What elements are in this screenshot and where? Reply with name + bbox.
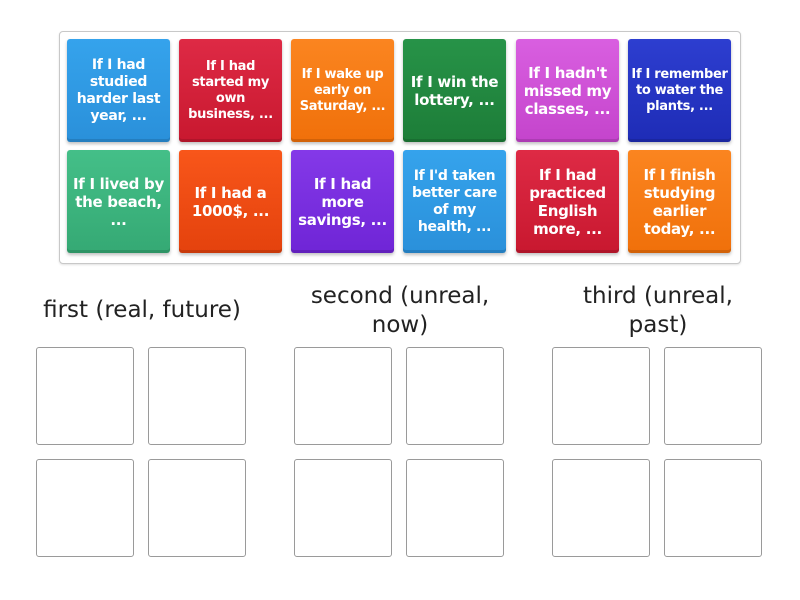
tile-3-text: If I wake up early on Saturday, ... xyxy=(299,66,386,114)
tile-9-text: If I had more savings, ... xyxy=(298,174,387,229)
tile-11-text: If I had practiced English more, ... xyxy=(529,165,606,238)
tile-9[interactable]: If I had more savings, ... xyxy=(291,150,394,253)
drop-zone-first-1[interactable] xyxy=(36,347,134,445)
drop-zone-third-1[interactable] xyxy=(552,347,650,445)
tile-4[interactable]: If I win the lottery, ... xyxy=(403,39,506,142)
tile-5-text: If I hadn't missed my classes, ... xyxy=(523,63,612,118)
drop-zone-third-3[interactable] xyxy=(552,459,650,557)
tile-2-text: If I had started my own business, ... xyxy=(188,58,273,122)
tile-6[interactable]: If I remember to water the plants, ... xyxy=(628,39,731,142)
tile-4-text: If I win the lottery, ... xyxy=(410,72,499,109)
drop-zone-first-3[interactable] xyxy=(36,459,134,557)
tile-12-text: If I finish studying earlier today, ... xyxy=(643,165,716,238)
drop-zone-second-1[interactable] xyxy=(294,347,392,445)
drop-zone-third-4[interactable] xyxy=(664,459,762,557)
drop-zone-third-2[interactable] xyxy=(664,347,762,445)
tile-2[interactable]: If I had started my own business, ... xyxy=(179,39,282,142)
drop-zone-second-2[interactable] xyxy=(406,347,504,445)
group-title-second: second (unreal, now) xyxy=(310,283,490,338)
drop-zone-second-4[interactable] xyxy=(406,459,504,557)
drop-zone-second-3[interactable] xyxy=(294,459,392,557)
tile-7[interactable]: If I lived by the beach, ... xyxy=(67,150,170,253)
tile-11[interactable]: If I had practiced English more, ... xyxy=(516,150,619,253)
drop-zone-first-2[interactable] xyxy=(148,347,246,445)
tile-1-text: If I had studied harder last year, ... xyxy=(76,56,161,124)
group-title-first: first (real, future) xyxy=(43,297,241,323)
tile-1[interactable]: If I had studied harder last year, ... xyxy=(67,39,170,142)
tile-10[interactable]: If I'd taken better care of my health, .… xyxy=(403,150,506,253)
tile-3[interactable]: If I wake up early on Saturday, ... xyxy=(291,39,394,142)
tile-8[interactable]: If I had a 1000$, ... xyxy=(179,150,282,253)
tile-8-text: If I had a 1000$, ... xyxy=(191,183,270,220)
tile-7-text: If I lived by the beach, ... xyxy=(73,174,164,229)
tile-6-text: If I remember to water the plants, ... xyxy=(631,66,728,114)
group-title-third: third (unreal, past) xyxy=(583,283,733,338)
tile-tray xyxy=(59,31,741,264)
tile-10-text: If I'd taken better care of my health, .… xyxy=(411,167,498,235)
tile-5[interactable]: If I hadn't missed my classes, ... xyxy=(516,39,619,142)
tile-12[interactable]: If I finish studying earlier today, ... xyxy=(628,150,731,253)
drop-zone-first-4[interactable] xyxy=(148,459,246,557)
